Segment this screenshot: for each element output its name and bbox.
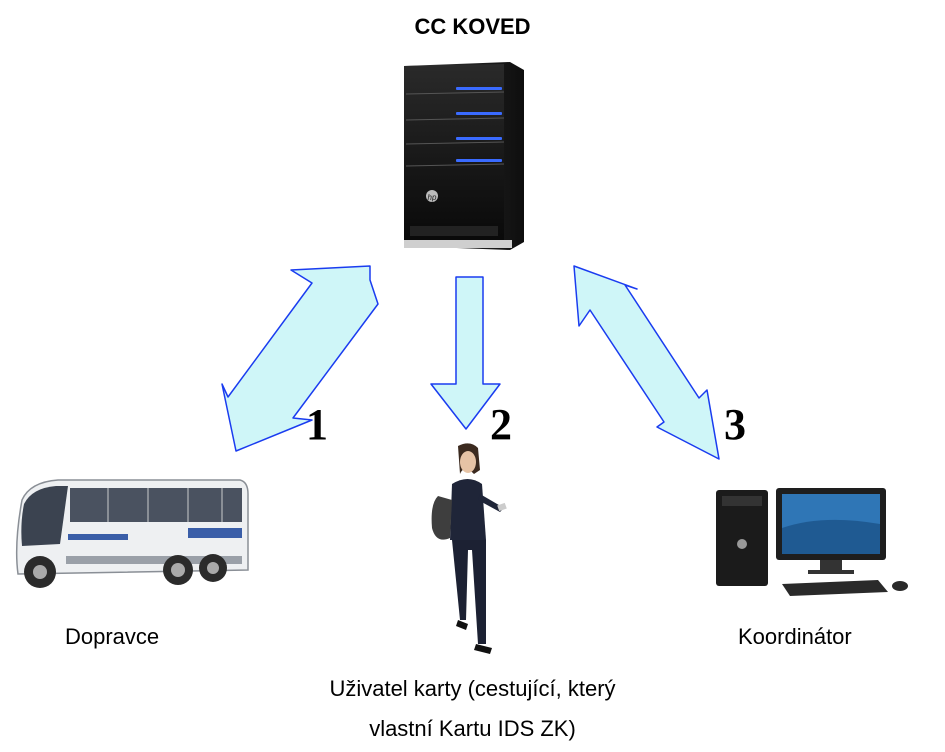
diagram-title: CC KOVED [414,14,531,39]
card-user-label-line2: vlastní Kartu IDS ZK) [369,716,576,741]
carrier-label: Dopravce [65,624,160,649]
woman-with-phone-icon [431,443,507,654]
coordinator-label: Koordinátor [738,624,852,649]
arrow-1-number: 1 [306,400,328,449]
bus-icon [15,479,249,588]
svg-text:hp: hp [428,193,437,202]
desktop-computer-icon [716,488,908,596]
card-user-label-line1: Uživatel karty (cestující, který [329,676,616,701]
arrow-3-number: 3 [724,400,746,449]
server-tower-icon: hp [404,62,524,250]
arrow-2-number: 2 [490,400,512,449]
